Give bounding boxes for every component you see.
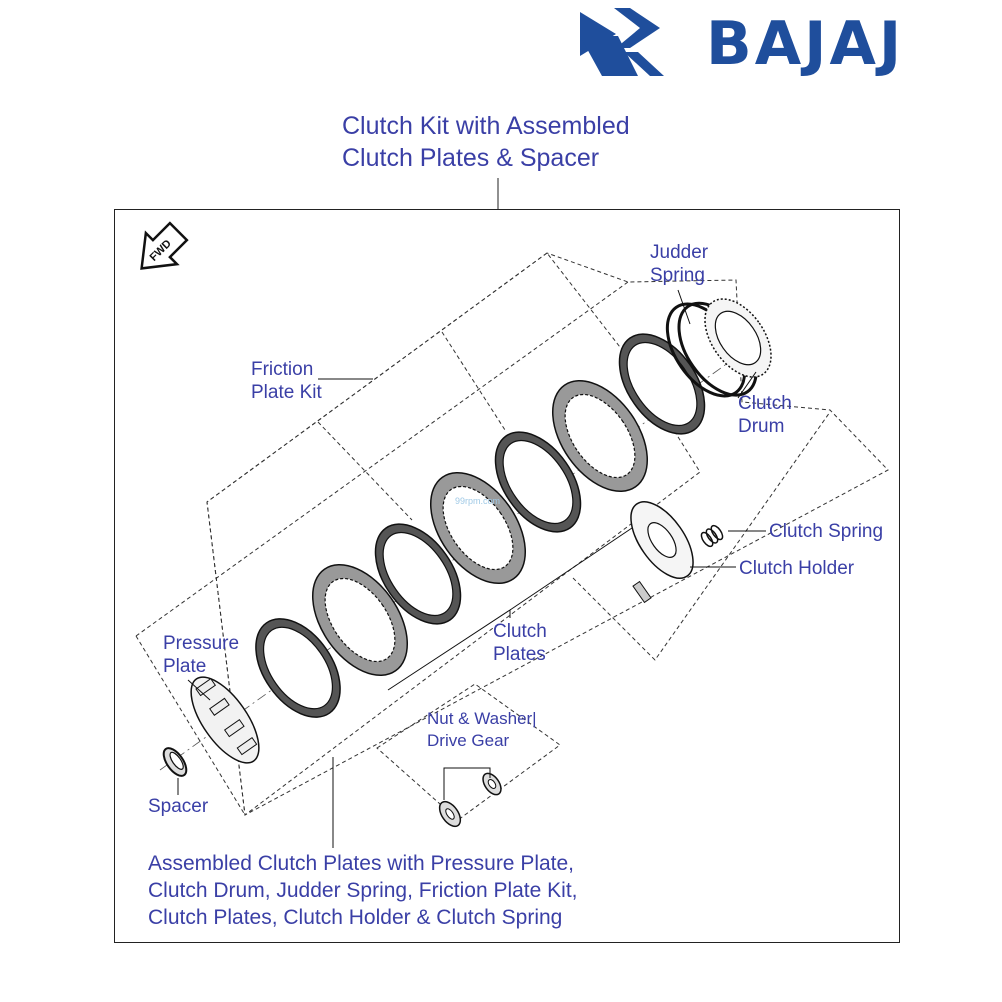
judder-leader <box>677 289 691 325</box>
drum-leader <box>737 371 757 399</box>
spacer-label: Spacer <box>148 796 209 817</box>
nut-washer-label: Nut & Washer|Drive Gear <box>427 709 537 750</box>
friction-plate-1 <box>255 618 341 718</box>
holder-bolt-part <box>632 580 652 604</box>
nut-part <box>482 772 502 796</box>
bajaj-logo-icon <box>580 8 664 76</box>
washer-part <box>438 800 462 828</box>
watermark-text: 99rpm.com <box>455 496 500 506</box>
page-title: Clutch Kit with Assembled Clutch Plates … <box>342 114 630 171</box>
pressure-plate-part <box>190 676 260 764</box>
friction-kit-dashed-box <box>206 252 701 816</box>
clutch-plate-3 <box>551 379 649 493</box>
clutch-plates-leader-2 <box>509 527 633 611</box>
clutch-plate-2 <box>429 471 527 585</box>
assembly-description-line-2: Clutch Drum, Judder Spring, Friction Pla… <box>148 879 578 902</box>
spacer-part <box>162 747 188 777</box>
clutch-holder-part <box>630 501 694 579</box>
pressure-leader <box>187 679 211 701</box>
clutch-drum-part <box>704 298 772 378</box>
assembly-dashed-edge-2 <box>135 281 629 637</box>
drive-gear-dashed-box <box>376 683 561 821</box>
title-line-1: Clutch Kit with Assembled <box>342 112 630 140</box>
forward-arrow-icon: FWD <box>140 221 189 270</box>
assembly-description-line-1: Assembled Clutch Plates with Pressure Pl… <box>148 852 575 875</box>
diagram-frame <box>114 209 900 943</box>
holder-dashed-box <box>572 411 831 661</box>
clutch-spring-part <box>700 524 724 548</box>
brand-wordmark: BAJAJ <box>706 9 905 79</box>
clutch-plate-1 <box>311 563 409 677</box>
nut-washer-leader <box>443 767 491 800</box>
friction-plate-2 <box>374 523 462 625</box>
title-line-2: Clutch Plates & Spacer <box>342 144 600 172</box>
assembly-description: Assembled Clutch Plates with Pressure Pl… <box>148 853 578 928</box>
assembly-description-line-3: Clutch Plates, Clutch Holder & Clutch Sp… <box>148 906 563 929</box>
friction-plate-3 <box>494 431 582 533</box>
clutch-spring-label: Clutch Spring <box>769 521 884 542</box>
clutch-holder-label: Clutch Holder <box>739 558 855 579</box>
